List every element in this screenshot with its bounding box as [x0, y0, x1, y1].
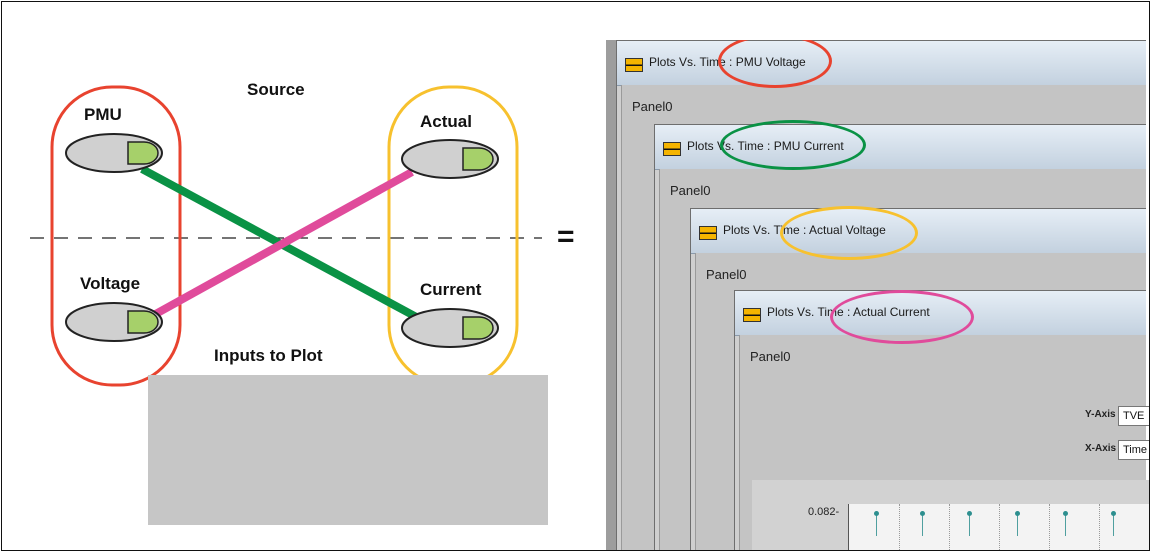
equals-sign: = — [557, 220, 575, 253]
actual-label: Actual — [420, 112, 472, 131]
voltage-node — [65, 302, 163, 342]
grid-line — [999, 504, 1000, 550]
highlight-oval-pmu-voltage — [718, 40, 832, 88]
current-node — [401, 308, 499, 348]
voltage-label: Voltage — [80, 274, 140, 293]
grid-line — [1099, 504, 1100, 550]
y-axis-label: Y-Axis — [1085, 409, 1116, 420]
highlight-oval-pmu-current — [720, 120, 866, 170]
labview-app-icon — [699, 226, 717, 240]
cascaded-windows-screenshot: Plots Vs. Time : PMU Voltage Panel0 Plot… — [606, 40, 1146, 550]
y-axis-select[interactable]: TVE — [1118, 406, 1149, 426]
current-label: Current — [420, 280, 482, 299]
plot-canvas — [848, 504, 1149, 550]
panel-label: Panel0 — [750, 349, 791, 364]
x-axis-label: X-Axis — [1085, 443, 1117, 454]
inputs-to-plot-label: Inputs to Plot — [214, 346, 323, 365]
input-selection-diagram: Source PMU Actual Voltage Current Inputs… — [30, 80, 542, 387]
grid-line — [899, 504, 900, 550]
actual-node — [401, 139, 499, 179]
left-group-capsule — [50, 85, 182, 387]
window-titlebar[interactable]: Plots Vs. Time : PMU Voltage — [617, 41, 1146, 86]
voltage-to-actual-link — [150, 168, 414, 320]
data-stem — [874, 511, 879, 536]
pmu-label: PMU — [84, 105, 122, 124]
axis-controls-area — [148, 375, 548, 525]
grid-line — [1049, 504, 1050, 550]
data-stem — [967, 511, 972, 536]
labview-app-icon — [743, 308, 761, 322]
data-stem — [1015, 511, 1020, 536]
source-label: Source — [247, 80, 305, 99]
pmu-node — [65, 133, 163, 173]
labview-app-icon — [663, 142, 681, 156]
window-titlebar[interactable]: Plots Vs. Time : Actual Voltage — [691, 209, 1146, 254]
data-stem — [1063, 511, 1068, 536]
labview-app-icon — [625, 58, 643, 72]
data-stem — [920, 511, 925, 536]
panel-label: Panel0 — [670, 183, 711, 198]
panel-label: Panel0 — [632, 99, 673, 114]
highlight-oval-actual-current — [830, 290, 974, 344]
highlight-oval-actual-voltage — [780, 206, 918, 260]
panel-label: Panel0 — [706, 267, 747, 282]
data-stem — [1111, 511, 1116, 536]
x-axis-select[interactable]: Time — [1118, 440, 1149, 460]
y-tick-label: 0.082- — [808, 506, 840, 518]
grid-line — [949, 504, 950, 550]
